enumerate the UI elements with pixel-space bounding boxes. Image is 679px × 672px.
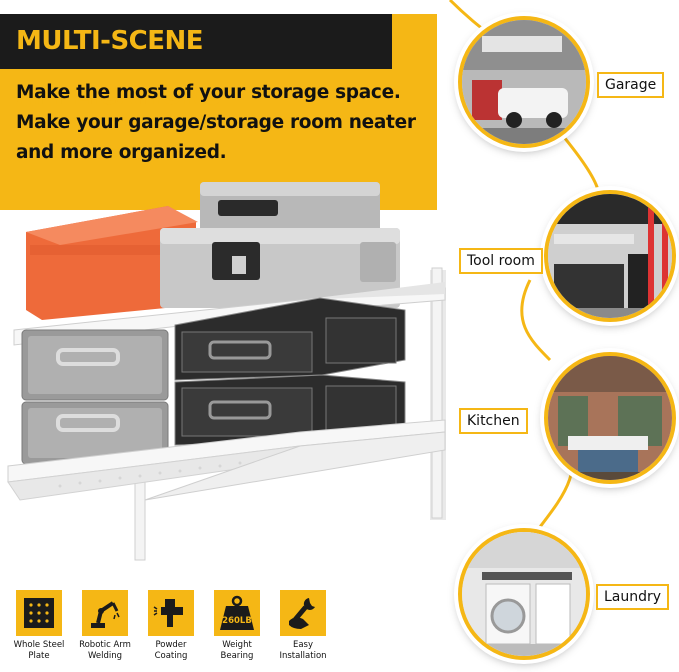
- scene-label-kitchen: Kitchen: [459, 408, 528, 434]
- feature-weight-bearing: 260LB Weight Bearing: [204, 590, 270, 662]
- feature-label: Robotic Arm Welding: [79, 640, 131, 661]
- aluminum-case-upper-left: [21, 329, 169, 401]
- kitchen-image: [544, 352, 676, 484]
- wall-rail: [431, 267, 443, 519]
- feature-row: Whole Steel Plate Robotic Arm Welding Po…: [6, 590, 336, 670]
- feature-steel-plate: Whole Steel Plate: [6, 590, 72, 662]
- scene-column: Garage Tool room Kitchen: [440, 0, 679, 672]
- scene-label-laundry: Laundry: [596, 584, 670, 610]
- kitchen-icon: [548, 356, 672, 480]
- robotic-arm-icon: [91, 601, 120, 628]
- feature-easy-installation: Easy Installation: [270, 590, 336, 662]
- shelf-illustration: [7, 182, 446, 561]
- page-subtitle: Make the most of your storage space. Mak…: [16, 82, 416, 163]
- feature-label: Weight Bearing: [220, 640, 254, 661]
- laundry-icon: [462, 532, 586, 656]
- black-case-upper-right: [174, 297, 406, 381]
- feature-label: Whole Steel Plate: [13, 640, 65, 661]
- black-case-lower-right: [174, 374, 406, 446]
- weight-badge: 260LB: [222, 616, 252, 626]
- feature-label: Powder Coating: [154, 640, 188, 661]
- garage-image: [458, 16, 590, 148]
- weight-icon: 260LB: [220, 595, 254, 630]
- feature-powder-coating: Powder Coating: [138, 590, 204, 662]
- scene-label-tool-room: Tool room: [459, 248, 543, 274]
- tool-room-icon: [548, 194, 672, 318]
- tool-room-image: [544, 190, 676, 322]
- spray-gun-icon: [153, 599, 183, 627]
- gray-toolbox-top: [200, 182, 380, 232]
- gray-toolbox-bottom: [160, 228, 400, 308]
- scene-label-garage: Garage: [597, 72, 665, 98]
- feature-label: Easy Installation: [279, 640, 327, 661]
- page-title: MULTI-SCENE APPLICATIONS: [0, 14, 392, 111]
- orange-storage-bin: [26, 206, 198, 320]
- support-bracket: [144, 431, 446, 501]
- aluminum-case-lower-left: [21, 401, 169, 465]
- wrench-hand-icon: [289, 598, 315, 629]
- garage-icon: [462, 20, 586, 144]
- steel-plate-icon: [24, 598, 54, 628]
- feature-robotic-arm: Robotic Arm Welding: [72, 590, 138, 662]
- laundry-image: [458, 528, 590, 660]
